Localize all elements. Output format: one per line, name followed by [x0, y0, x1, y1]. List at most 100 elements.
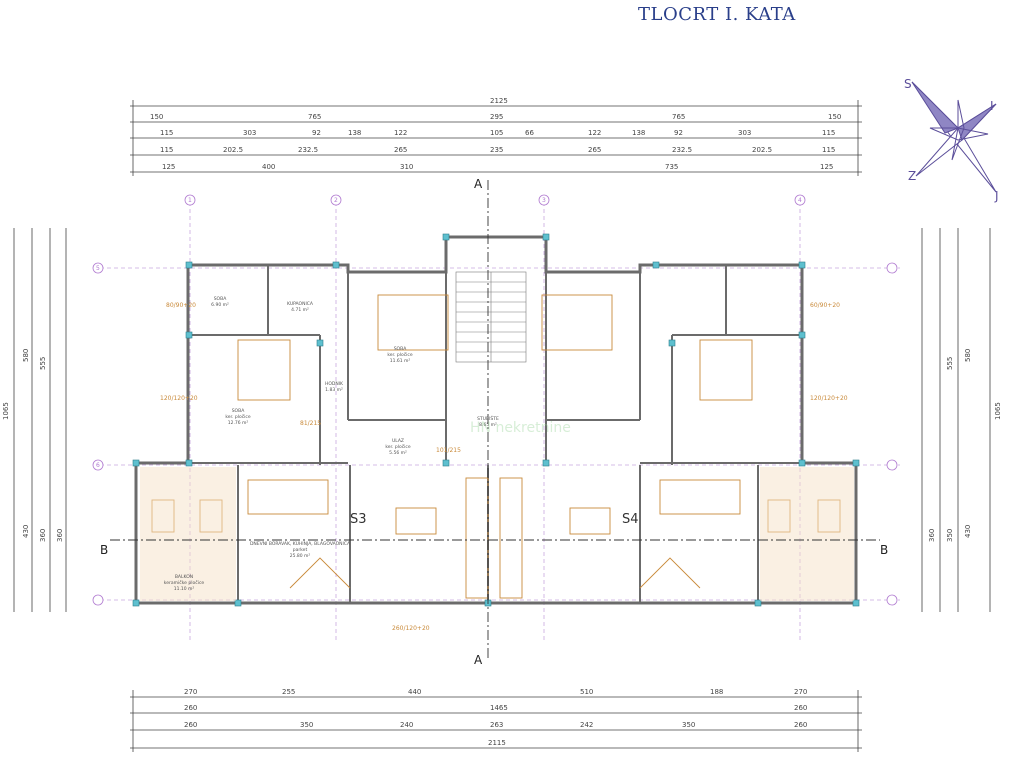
dim-top-r5-3: 310 — [400, 163, 413, 171]
room-name: KUPAONICA — [287, 301, 314, 307]
dim-bot-r1-4: 510 — [580, 688, 593, 696]
dim-top-r3-7: 66 — [525, 129, 534, 137]
bed-right-room4 — [541, 294, 613, 351]
dim-bot-r3-4: 263 — [490, 721, 503, 729]
room-name: SOBA — [394, 346, 407, 352]
compass-east-label: I — [990, 99, 994, 113]
dim-bot-r3-1: 260 — [184, 721, 197, 729]
room-floor: keramičke pločice — [164, 579, 205, 586]
unit-label-s3: S3 — [350, 512, 367, 527]
drawing-title: TLOCRT I. KATA — [638, 4, 796, 25]
room-area: 11.10 m² — [174, 586, 195, 592]
bed-left-room3 — [237, 339, 291, 401]
sofa-right — [659, 479, 741, 515]
dim-top-r3-9: 138 — [632, 129, 645, 137]
dim-left-5: 360 — [56, 529, 64, 542]
dim-bot-total: 2115 — [488, 739, 506, 747]
walls — [134, 235, 858, 605]
room-area: 8.65 m² — [479, 422, 497, 428]
axis-label-1: 1 — [188, 197, 192, 204]
room-name: BALKON — [175, 574, 193, 580]
dim-top-r4-6: 265 — [588, 146, 601, 154]
room-name: SOBA — [214, 296, 227, 302]
compass-north-label: S — [904, 77, 912, 91]
dim-top-r3-8: 122 — [588, 129, 601, 137]
dim-bot-r3-2: 350 — [300, 721, 313, 729]
dim-top-r4-3: 232.5 — [298, 146, 318, 154]
kitchen-counter-right — [499, 477, 523, 599]
dim-bot-r3-5: 242 — [580, 721, 593, 729]
dim-left-1: 580 — [22, 349, 30, 362]
room-area: 4.71 m² — [291, 307, 309, 313]
opening-label: 81/215 — [300, 420, 321, 427]
dim-top-r4-8: 202.5 — [752, 146, 772, 154]
dim-bot-r1-6: 270 — [794, 688, 807, 696]
dim-top-r3-5: 122 — [394, 129, 407, 137]
bottom-dimension-chains: 270 255 440 510 188 270 260 1465 260 260… — [130, 688, 862, 752]
dim-top-r4-7: 232.5 — [672, 146, 692, 154]
dim-bot-r1-3: 440 — [408, 688, 421, 696]
dim-top-r4-5: 235 — [490, 146, 503, 154]
dim-top-r3-11: 303 — [738, 129, 751, 137]
dining-table-left — [395, 507, 437, 535]
room-area: 5.56 m² — [389, 450, 407, 456]
dim-left-4: 360 — [39, 529, 47, 542]
dim-top-r3-10: 92 — [674, 129, 683, 137]
dim-right-total: 1065 — [994, 402, 1002, 420]
section-b-right: B — [880, 543, 888, 557]
section-a-top: A — [474, 177, 483, 191]
room-floor: ker. pločice — [225, 413, 251, 420]
dim-right-1: 580 — [964, 349, 972, 362]
dim-bot-r1-5: 188 — [710, 688, 723, 696]
axis-label-4: 4 — [798, 197, 802, 204]
dim-top-r2-1: 150 — [150, 113, 163, 121]
dim-left-2: 555 — [39, 357, 47, 370]
compass-west-label: Z — [908, 169, 916, 183]
dim-top-r4-2: 202.5 — [223, 146, 243, 154]
dim-top-r5-4: 735 — [665, 163, 678, 171]
room-area: 25.80 m² — [290, 553, 311, 559]
columns — [132, 233, 860, 607]
dim-bot-r2-1: 260 — [184, 704, 197, 712]
balcony-deck — [140, 467, 854, 601]
dim-top-r3-12: 115 — [822, 129, 835, 137]
room-name: STUBIŠTE — [477, 415, 499, 422]
dim-right-2: 555 — [946, 357, 954, 370]
room-name: SOBA — [232, 408, 245, 414]
dim-top-r4-1: 115 — [160, 146, 173, 154]
dim-top-r3-3: 92 — [312, 129, 321, 137]
dim-top-r2-2: 765 — [308, 113, 321, 121]
dim-top-r2-5: 150 — [828, 113, 841, 121]
dim-left-total: 1065 — [2, 402, 10, 420]
dim-bot-r3-7: 260 — [794, 721, 807, 729]
dim-top-r4-4: 265 — [394, 146, 407, 154]
room-name: DNEVNI BORAVAK, KUHINJA, BLAGOVAONICA — [250, 541, 351, 547]
dim-bot-r2-2: 1465 — [490, 704, 508, 712]
compass-south-label: J — [994, 189, 999, 203]
dim-top-r3-2: 303 — [243, 129, 256, 137]
dim-left-3: 430 — [22, 525, 30, 538]
axis-label-6: 6 — [96, 462, 100, 469]
dim-right-3: 430 — [964, 525, 972, 538]
room-floor: ker. pločice — [387, 351, 413, 358]
dim-top-r5-2: 400 — [262, 163, 275, 171]
axis-markers: 1 2 3 4 5 6 — [92, 194, 898, 606]
dim-right-5: 360 — [928, 529, 936, 542]
section-b-left: B — [100, 543, 108, 557]
room-area: 11.61 m² — [390, 358, 411, 364]
staircase — [455, 271, 527, 363]
room-name: HODNIK — [325, 381, 344, 387]
watermark-logo: HN nekretnine — [470, 420, 571, 436]
side-dimension-chains: 1065 580 555 430 360 360 1065 580 555 43… — [2, 228, 1002, 612]
room-area: 1.83 m² — [325, 387, 343, 393]
axis-label-5: 5 — [96, 265, 100, 272]
bed-right-room3 — [699, 339, 753, 401]
sofa-left — [247, 479, 329, 515]
opening-label: 60/90+20 — [810, 302, 840, 309]
room-floor: parket — [293, 547, 308, 553]
dim-top-r5-1: 125 — [162, 163, 175, 171]
compass-rose-icon: S I Z J — [904, 77, 999, 203]
opening-label: 101/215 — [436, 447, 461, 454]
dim-right-4: 350 — [946, 529, 954, 542]
